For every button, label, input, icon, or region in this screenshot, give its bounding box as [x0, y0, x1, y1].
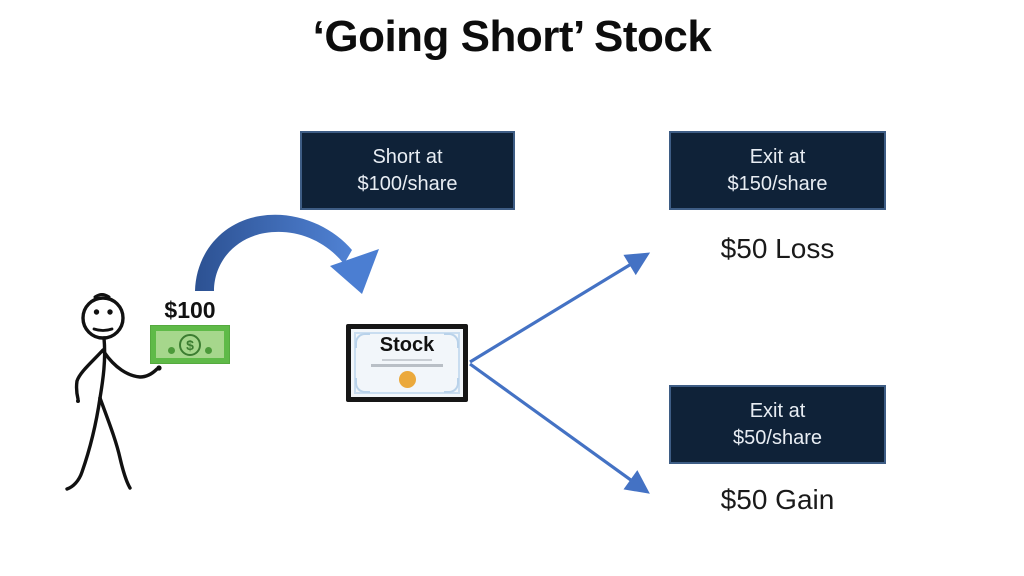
certificate-seal-icon — [398, 371, 416, 388]
short-entry-line2: $100/share — [357, 172, 458, 195]
curved-short-arrow-icon — [195, 214, 379, 294]
certificate-corner-ornament — [444, 378, 459, 393]
exit-loss-line1: Exit at — [749, 145, 806, 168]
exit-gain-box: Exit at $50/share — [669, 385, 886, 464]
certificate-corner-ornament — [355, 378, 370, 393]
stick-figure-icon — [65, 293, 162, 491]
money-amount-label: $100 — [164, 297, 216, 323]
diagram-title: ‘Going Short’ Stock — [312, 12, 712, 61]
arrow-to-gain-icon — [469, 362, 650, 494]
dollar-bill-inner: $ — [156, 331, 224, 358]
certificate-title: Stock — [379, 334, 435, 356]
certificate-corner-ornament — [444, 333, 459, 348]
dollar-sign-icon: $ — [179, 333, 201, 356]
exit-loss-line2: $150/share — [727, 172, 828, 195]
certificate-text-line — [382, 359, 432, 361]
exit-gain-line1: Exit at — [749, 399, 806, 422]
dollar-bill-icon: $ — [150, 325, 230, 364]
exit-loss-box: Exit at $150/share — [669, 131, 886, 210]
arrow-to-loss-icon — [469, 252, 651, 364]
certificate-corner-ornament — [355, 333, 370, 348]
short-entry-line1: Short at — [372, 145, 443, 168]
stock-certificate: Stock — [346, 324, 468, 402]
loss-outcome-label: $50 Loss — [720, 233, 835, 264]
exit-gain-line2: $50/share — [733, 426, 822, 449]
bill-dot-left — [168, 347, 175, 354]
gain-outcome-label: $50 Gain — [720, 484, 835, 515]
short-entry-box: Short at $100/share — [300, 131, 515, 210]
certificate-text-line — [371, 364, 443, 367]
bill-dot-right — [205, 347, 212, 354]
